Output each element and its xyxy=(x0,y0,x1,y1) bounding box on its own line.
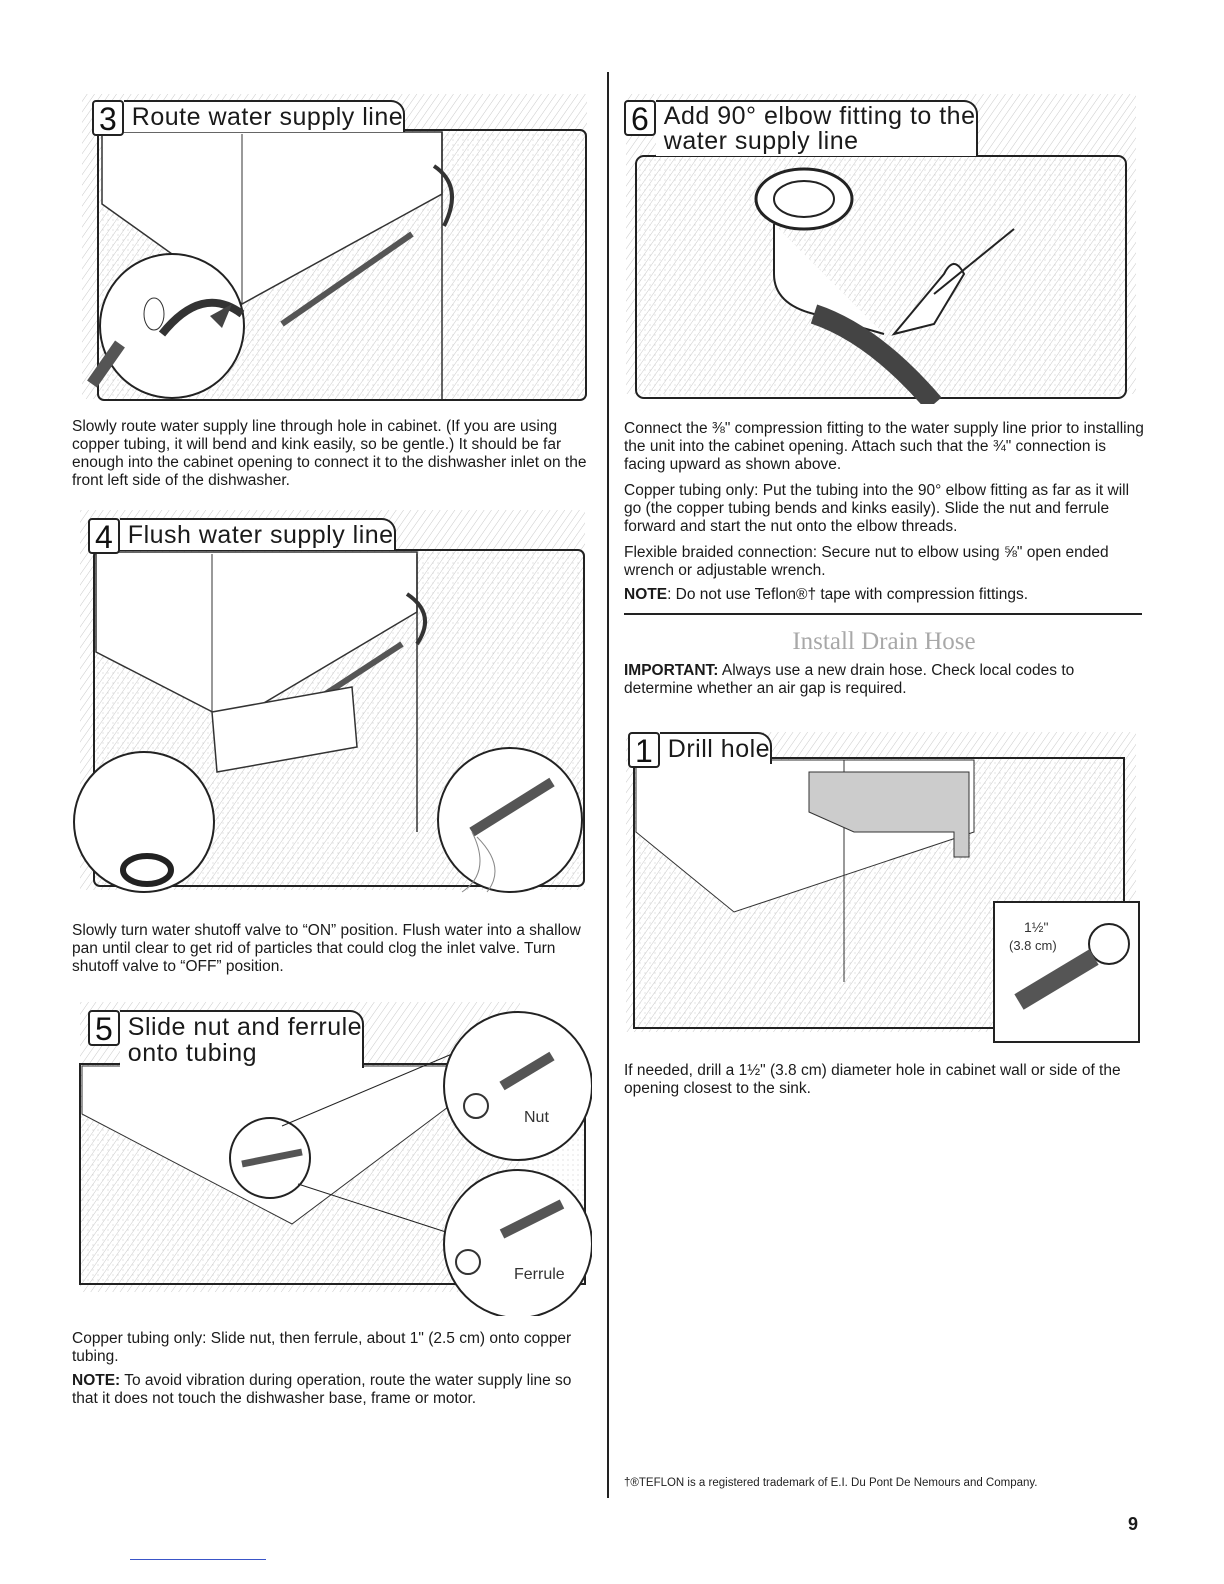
step-number: 3 xyxy=(92,100,124,136)
drill-hole-text: If needed, drill a 1½" (3.8 cm) diameter… xyxy=(624,1062,1121,1097)
important-label: IMPORTANT: xyxy=(624,662,719,679)
step-3-text: Slowly route water supply line through h… xyxy=(72,418,587,489)
drill-hole-figure: 1½" (3.8 cm) xyxy=(626,732,1140,1043)
step-title-line-2: water supply line xyxy=(663,127,859,155)
trademark-footnote: †®TEFLON is a registered trademark of E.… xyxy=(624,1477,1038,1489)
step-title: Route water supply line xyxy=(123,100,406,132)
step-6-text-1: Connect the ⅜" compression fitting to th… xyxy=(624,420,1144,473)
ferrule-label: Ferrule xyxy=(514,1266,565,1283)
step-number: 5 xyxy=(88,1010,120,1046)
important-text: IMPORTANT: Always use a new drain hose. … xyxy=(624,662,1144,698)
step-title: Drill hole xyxy=(659,732,773,764)
step-title-line-2: onto tubing xyxy=(127,1039,258,1067)
page-number: 9 xyxy=(1128,1514,1139,1534)
nut-label: Nut xyxy=(524,1109,549,1126)
section-rule xyxy=(624,613,1142,615)
step-6-text-3: Flexible braided connection: Secure nut … xyxy=(624,544,1109,579)
step-title: Flush water supply line xyxy=(119,518,396,550)
step-5-text: Copper tubing only: Slide nut, then ferr… xyxy=(72,1330,572,1365)
step-6-text-2: Copper tubing only: Put the tubing into … xyxy=(624,482,1130,535)
step-number: 6 xyxy=(624,100,656,136)
step-3-figure xyxy=(82,94,587,401)
step-4-text: Slowly turn water shutoff valve to “ON” … xyxy=(72,922,581,975)
column-divider xyxy=(607,72,609,1498)
dimension-inches: 1½" xyxy=(1024,919,1048,935)
step-5-illustration: Nut Ferrule 5 Slide nut and ferrule onto… xyxy=(72,994,592,1316)
step-4-illustration: 4 Flush water supply line xyxy=(72,502,592,897)
step-title: Add 90° elbow fitting to the water suppl… xyxy=(655,100,978,156)
bottom-rule xyxy=(130,1559,266,1560)
step-number: 1 xyxy=(628,732,660,768)
step-5-figure: Nut Ferrule xyxy=(79,1002,592,1316)
step-title-line-1: Add 90° elbow fitting to the xyxy=(663,102,976,130)
step-title-line-1: Slide nut and ferrule xyxy=(127,1013,363,1041)
step-4-figure xyxy=(73,510,585,893)
note-text: To avoid vibration during operation, rou… xyxy=(72,1372,572,1407)
drill-hole-illustration: 1½" (3.8 cm) 1 Drill hole xyxy=(624,722,1144,1047)
step-number: 4 xyxy=(88,518,120,554)
note-label: NOTE: xyxy=(72,1372,121,1389)
step-6-note: NOTE: Do not use Teflon®† tape with comp… xyxy=(624,586,1144,604)
note-text: : Do not use Teflon®† tape with compress… xyxy=(667,586,1028,603)
step-title: Slide nut and ferrule onto tubing xyxy=(119,1010,365,1068)
step-5-note: NOTE: To avoid vibration during operatio… xyxy=(72,1372,592,1408)
section-title: Install Drain Hose xyxy=(792,628,976,655)
note-label: NOTE xyxy=(624,586,668,603)
dimension-cm: (3.8 cm) xyxy=(1009,938,1057,953)
step-3-illustration: 3 Route water supply line xyxy=(72,84,592,404)
step-6-illustration: 6 Add 90° elbow fitting to the water sup… xyxy=(624,84,1144,404)
important-body: Always use a new drain hose. Check local… xyxy=(624,662,1075,697)
